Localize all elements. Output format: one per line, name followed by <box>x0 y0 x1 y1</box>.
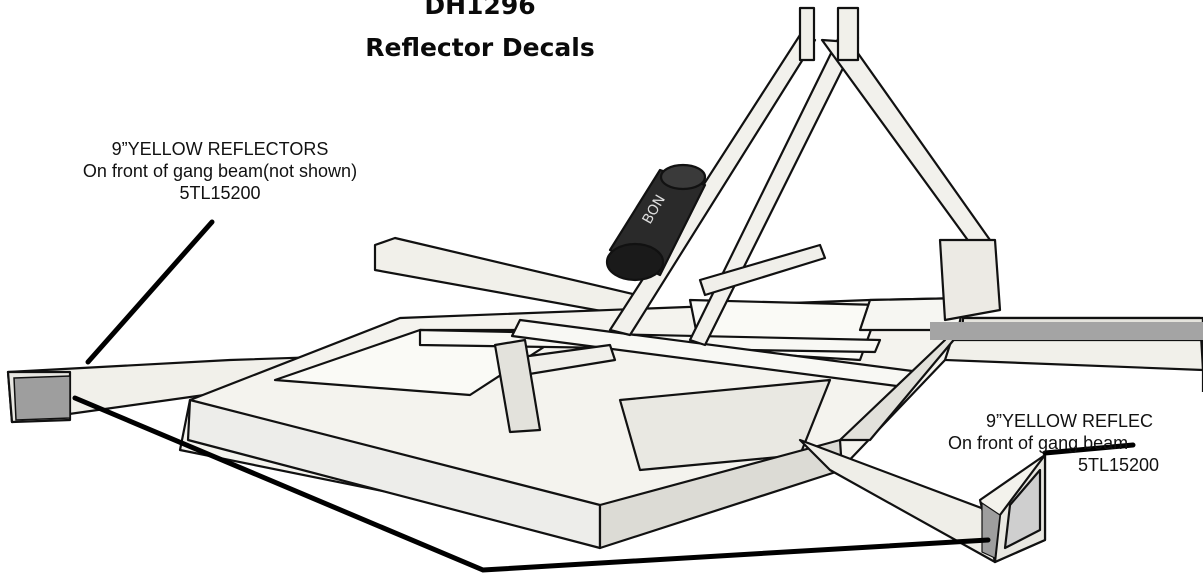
callout-left-part-number: 5TL15200 <box>179 183 261 203</box>
callout-left-line2: On front of gang beam(not shown) <box>82 161 358 181</box>
gang-beam-back-left <box>373 236 652 320</box>
callout-right-part-number: 5TL15200 <box>1078 455 1160 475</box>
callout-left-reflectors: 9”YELLOW REFLECTORS On front of gang bea… <box>20 138 420 204</box>
diagram-subtitle: Reflector Decals <box>365 33 595 62</box>
callout-right-reflectors: 9”YELLOW REFLEC On front of gang beam 5T… <box>948 410 1203 476</box>
reflector-left <box>13 375 71 421</box>
leader-line-bottom <box>72 395 991 573</box>
gearbox-icon: BON <box>605 163 707 282</box>
callout-right-line1: 9”YELLOW REFLEC <box>986 411 1154 431</box>
diagram-title: DH1296 <box>424 0 536 20</box>
callout-right-line2: On front of gang beam <box>948 433 1129 453</box>
reflector-right-gang <box>930 322 1203 340</box>
leader-line-left <box>85 219 215 365</box>
leader-line-right <box>1042 442 1136 456</box>
reflector-front-right <box>981 501 1001 559</box>
callout-left-line1: 9”YELLOW REFLECTORS <box>111 139 329 159</box>
